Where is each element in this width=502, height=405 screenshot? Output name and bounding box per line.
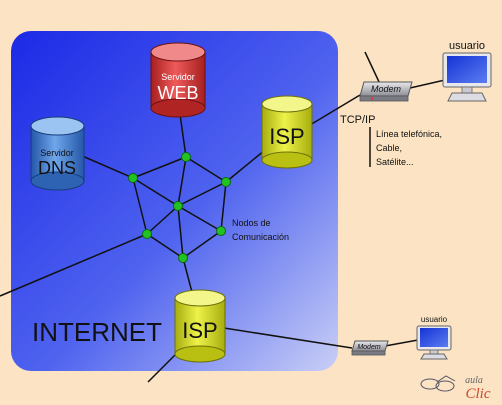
modem-top-label: Modem xyxy=(371,84,402,94)
link-isp-top-node xyxy=(225,149,266,183)
connection-type-item: Línea telefónica, xyxy=(376,129,442,139)
communication-nodes xyxy=(128,152,231,263)
modem-bottom: Modem xyxy=(351,340,389,356)
dns-server-main-label: DNS xyxy=(38,158,76,178)
brand-line2: Clic xyxy=(466,386,491,402)
isp-top-label: ISP xyxy=(269,124,304,149)
modem-bottom-label: Modem xyxy=(357,344,381,351)
node xyxy=(181,152,191,162)
connection-type-item: Satélite... xyxy=(376,157,414,167)
modem-top: Modem xyxy=(359,81,413,102)
web-server-main-label: WEB xyxy=(157,83,198,103)
dns-server: Servidor DNS xyxy=(30,116,85,191)
nodes-caption-line2: Comunicación xyxy=(232,232,289,242)
user-label-top: usuario xyxy=(449,40,485,52)
isp-bottom-label: ISP xyxy=(182,318,217,343)
internet-cloud-panel xyxy=(11,31,338,371)
web-server-top-label: Servidor xyxy=(161,72,195,82)
aulaclic-logo: aula Clic xyxy=(420,375,491,402)
connection-type-item: Cable, xyxy=(376,143,402,153)
isp-server-top: ISP xyxy=(261,95,313,169)
user-monitor-bottom: usuario xyxy=(416,315,452,360)
link-dns-node xyxy=(79,154,134,179)
isp-server-bottom: ISP xyxy=(174,289,226,363)
link-isp-bottom-node xyxy=(182,257,194,297)
node xyxy=(221,177,231,187)
nodes-caption-line1: Nodos de xyxy=(232,218,271,228)
node xyxy=(216,226,226,236)
connection-lines xyxy=(0,51,446,383)
node xyxy=(178,253,188,263)
brand-line1: aula xyxy=(465,375,483,386)
node xyxy=(173,201,183,211)
web-server: Servidor WEB xyxy=(150,42,206,118)
user-label-bottom: usuario xyxy=(421,315,448,324)
node xyxy=(128,173,138,183)
tcpip-label: TCP/IP xyxy=(340,114,375,126)
internet-label: INTERNET xyxy=(32,317,162,347)
dns-server-top-label: Servidor xyxy=(40,148,74,158)
node xyxy=(142,229,152,239)
user-monitor-top: usuario xyxy=(442,40,492,102)
